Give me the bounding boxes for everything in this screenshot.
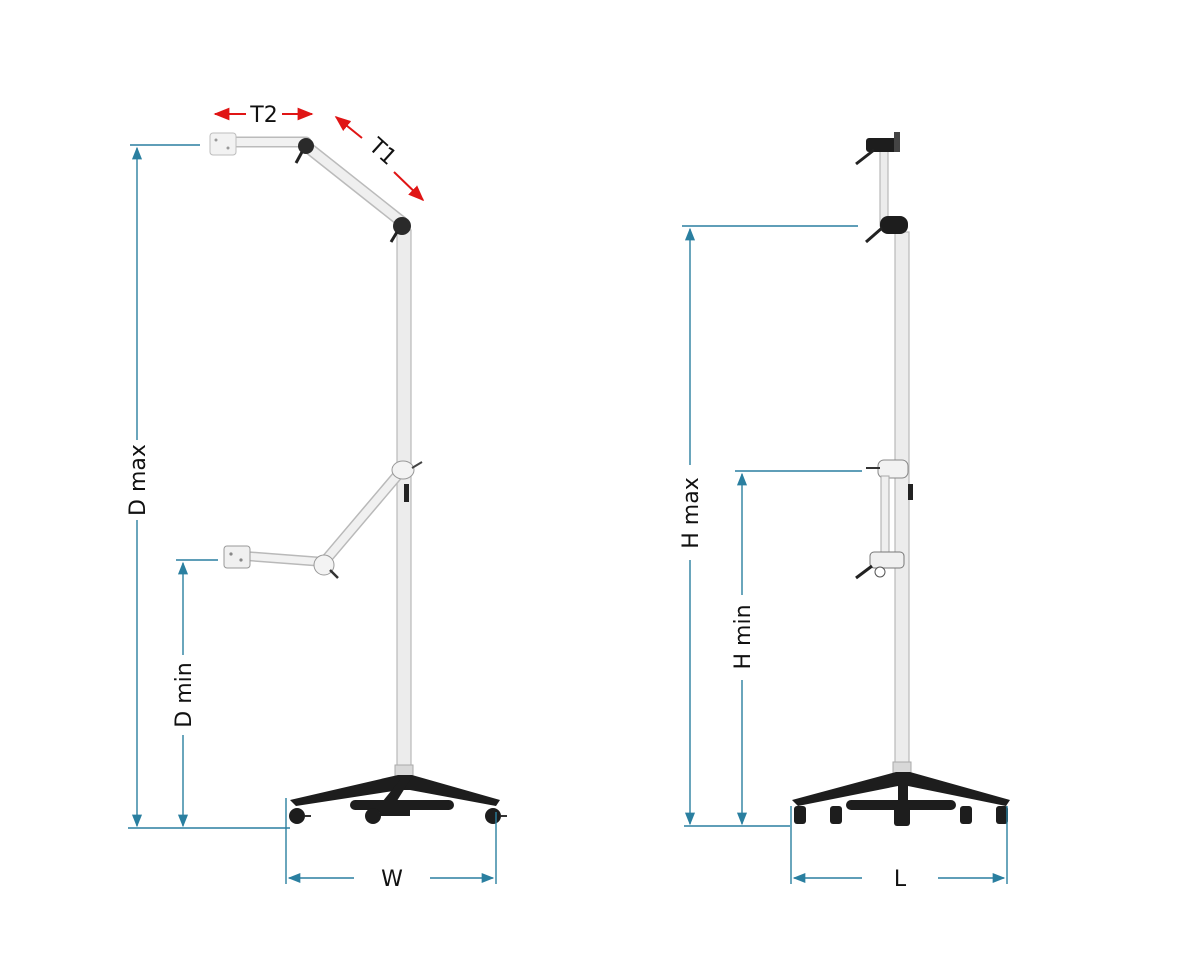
lower-head-plate — [223, 545, 251, 569]
label-t1: T1 — [363, 133, 401, 171]
top-clamp — [866, 138, 900, 152]
right-view — [792, 132, 1010, 826]
label-h-min: H min — [731, 604, 756, 669]
left-dimensions — [128, 107, 497, 884]
lower-clamp — [391, 460, 415, 480]
label-d-min: D min — [172, 662, 197, 727]
lower-joint — [313, 554, 335, 576]
label-t2: T2 — [249, 103, 277, 128]
upper-head-plate — [209, 132, 237, 156]
right-top-extension — [879, 147, 889, 227]
t1-arrow — [334, 115, 363, 139]
right-middle-clamp — [877, 459, 909, 479]
right-base — [792, 772, 1010, 826]
label-l: L — [894, 867, 907, 892]
lower-clamp-lever — [404, 484, 409, 502]
left-pole — [396, 229, 412, 776]
right-arm — [880, 475, 890, 555]
label-h-max: H max — [679, 477, 704, 548]
right-top-joint — [880, 216, 908, 234]
label-w: W — [381, 867, 403, 892]
label-d-max: D max — [126, 444, 151, 516]
right-dimensions — [682, 225, 1008, 884]
right-lower-head — [869, 551, 905, 569]
left-base — [289, 775, 507, 824]
upper-joint-knob — [298, 138, 314, 154]
top-joint-knob — [393, 217, 411, 235]
right-pole — [894, 231, 910, 773]
left-view — [209, 132, 507, 824]
